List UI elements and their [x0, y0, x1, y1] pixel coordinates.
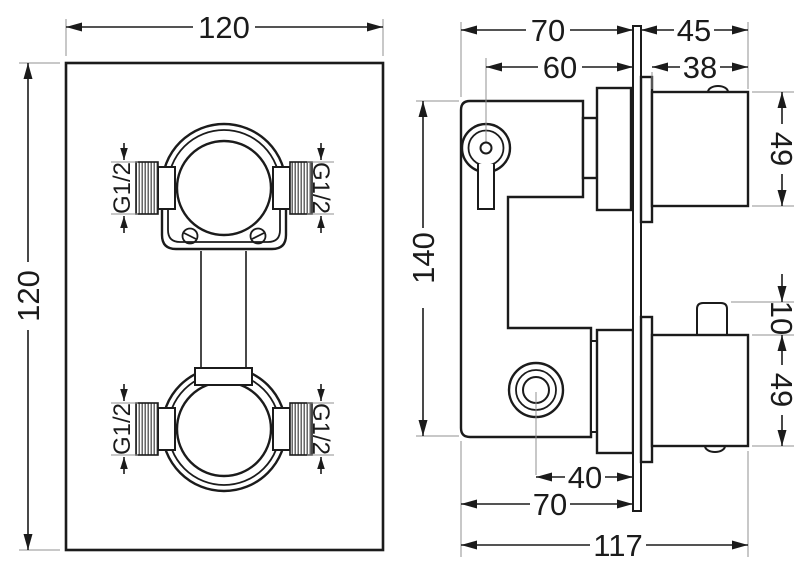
thread-stub-top-left: [135, 161, 176, 215]
dim-center-to-wall-label: 60: [543, 50, 577, 85]
thread-label-bottom-left: G1/2: [109, 403, 136, 455]
outlet-port: [507, 361, 565, 475]
bottom-knob-body: [650, 333, 750, 448]
dim-total-depth-label: 117: [593, 528, 642, 563]
thread-callouts: G1/2 G1/2 G1/2 G1/2: [109, 143, 334, 474]
cartridge-bottom: [595, 328, 635, 455]
cartridge-top: [595, 86, 633, 212]
cartridge-neck-top: [581, 116, 599, 180]
dim-front-height: 120: [11, 63, 46, 550]
screw-left-slot: [183, 232, 197, 240]
thread-icon: [135, 161, 159, 215]
thread-label-top-left: G1/2: [109, 162, 136, 214]
side-view: 70 60 45 38 140 49: [406, 13, 799, 563]
bottom-knob: [650, 302, 750, 453]
connector-bar-sides: [200, 251, 247, 368]
dim-front-height-label: 120: [11, 270, 46, 322]
thread-stub-bottom-left: [135, 402, 176, 456]
dim-knob-total-depth-label: 45: [677, 13, 711, 48]
inlet-port: [460, 58, 512, 210]
dim-body-height-label: 140: [406, 232, 441, 284]
dim-top-knob-height-label: 49: [764, 132, 799, 166]
escutcheon-bottom: [639, 315, 654, 464]
thread-stub-top-right: [272, 161, 313, 215]
dim-outlet-to-wall-label: 40: [568, 460, 602, 495]
thread-icon: [289, 402, 313, 456]
dim-knob-depth-label: 38: [683, 50, 717, 85]
dim-center-to-wall: 60: [486, 50, 633, 85]
dim-knob-total-depth: 45: [641, 13, 748, 48]
dim-body-depth-bottom-label: 70: [533, 487, 567, 522]
escutcheon-top: [639, 75, 654, 224]
dim-body-depth-label: 70: [531, 13, 565, 48]
screw-right-icon: [249, 227, 267, 245]
inlet-pipe: [477, 164, 495, 210]
bottom-knob-dome: [704, 445, 726, 453]
screw-right-slot: [251, 232, 265, 240]
top-knob: [650, 85, 750, 208]
connector-bar-body: [201, 251, 246, 368]
dim-body-depth-bottom: 70: [461, 487, 633, 522]
thread-icon: [135, 402, 159, 456]
top-valve-bore: [175, 139, 273, 237]
dim-body-height: 140: [406, 101, 441, 436]
connector-bar: [194, 251, 253, 386]
stub-connector: [272, 166, 291, 210]
bottom-valve-bore: [175, 380, 273, 478]
side-extension-lines: [416, 22, 794, 557]
dim-front-width: 120: [66, 10, 383, 45]
dim-knob-depth: 38: [652, 50, 748, 85]
front-view: 120 120 G1/2 G1/2 G1/2 G1/2: [11, 10, 385, 552]
dim-bottom-knob-height: 49: [764, 335, 799, 446]
temp-limit-button: [707, 85, 729, 93]
thread-label-bottom-right: G1/2: [307, 403, 334, 455]
dim-body-depth: 70: [461, 13, 633, 48]
dim-bottom-knob-height-label: 49: [764, 373, 799, 407]
diverter-button: [696, 302, 728, 335]
thread-label-top-right: G1/2: [307, 162, 334, 214]
screw-left-icon: [181, 227, 199, 245]
stub-connector: [157, 407, 176, 451]
thread-stub-bottom-right: [272, 402, 313, 456]
dim-top-knob-height: 49: [764, 92, 799, 206]
stub-connector: [272, 407, 291, 451]
dim-front-width-label: 120: [198, 10, 250, 45]
dim-total-depth: 117: [461, 528, 748, 563]
thread-icon: [289, 161, 313, 215]
dim-diverter-button-height-label: 10: [764, 301, 799, 335]
top-valve: [160, 122, 288, 251]
top-knob-body: [650, 90, 750, 208]
wall-plate: [632, 25, 642, 512]
connector-bar-collar: [194, 367, 253, 386]
dim-diverter-button-height: 10: [764, 274, 799, 335]
dim-outlet-to-wall: 40: [536, 460, 633, 495]
stub-connector: [157, 166, 176, 210]
